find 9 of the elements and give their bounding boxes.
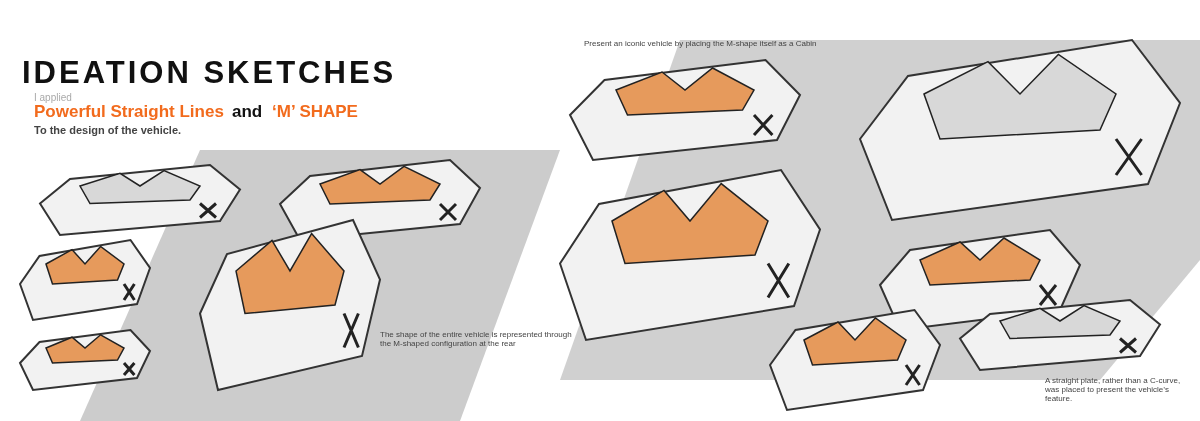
highlight-text: Powerful Straight Lines [34, 102, 224, 122]
annotation-text: The shape of the entire vehicle is represented through the M-shaped configuration at the rear [380, 330, 573, 348]
annotation-text: A straight plate, rather than a C-curve, was placed to present the vehicle’s feature. [1045, 376, 1182, 403]
annotation-text: Present an iconic vehicle by placing the M-shape itself as a Cabin [584, 39, 817, 48]
subtitle-text: To the design of the vehicle. [34, 124, 182, 136]
connector-word: and [232, 102, 263, 122]
intro-text: I applied [34, 92, 72, 103]
page-title: IDEATION SKETCHES [22, 55, 397, 91]
highlight-text: ‘M’ SHAPE [272, 102, 358, 122]
